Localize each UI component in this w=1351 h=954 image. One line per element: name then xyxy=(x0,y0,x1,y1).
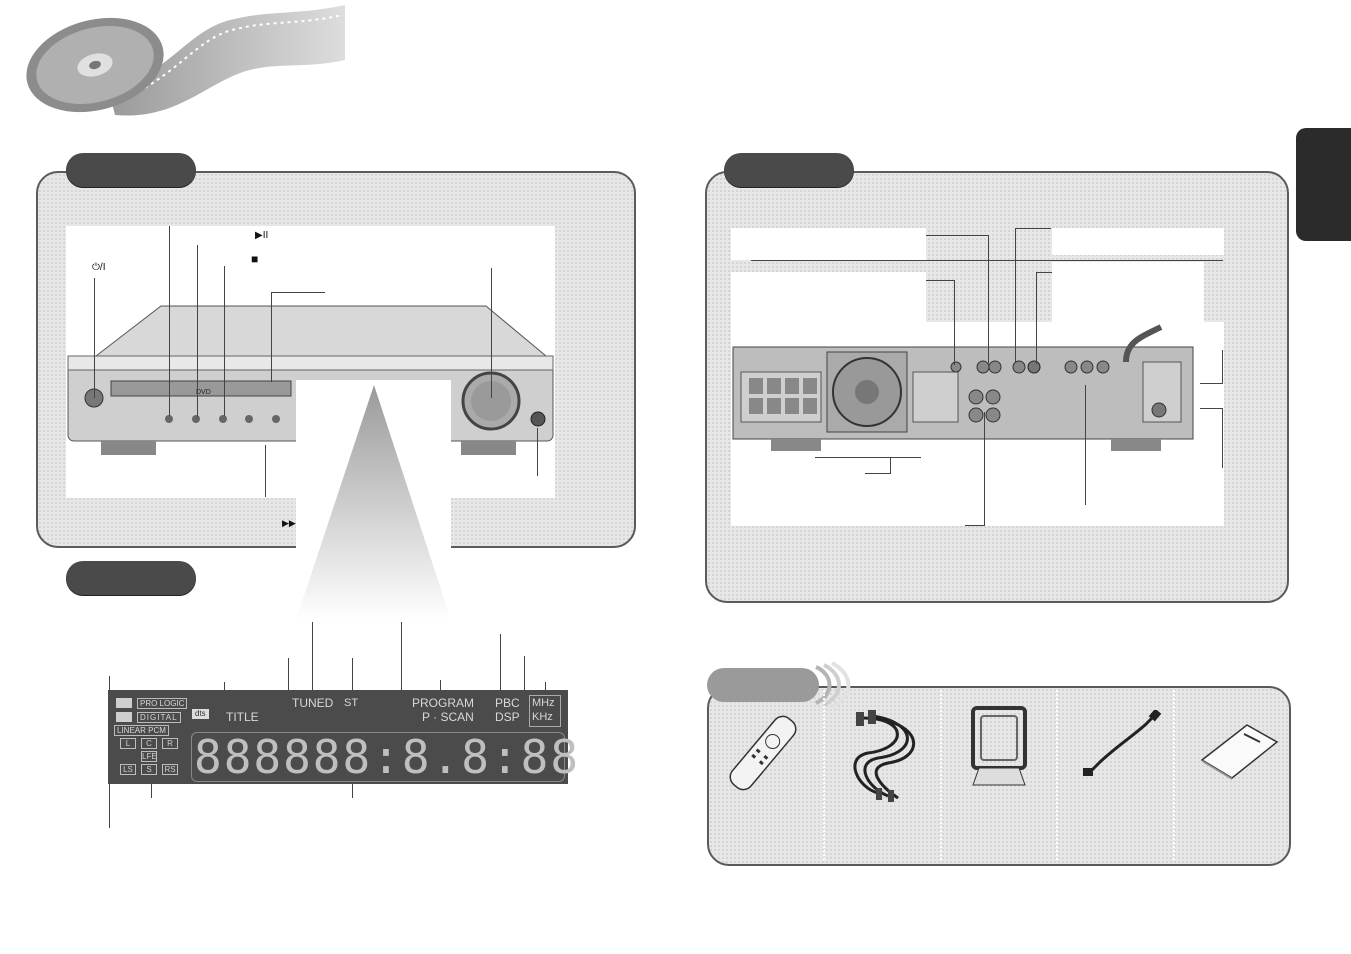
stop-symbol: ■ xyxy=(251,252,259,266)
front-display-panel: PRO LOGIC DIGITAL LINEAR PCM dts TITLE T… xyxy=(108,690,578,784)
callout-line xyxy=(1015,228,1051,229)
power-symbol: ⏻/I xyxy=(92,262,106,273)
callout-line xyxy=(265,445,266,497)
callout-line xyxy=(151,776,152,798)
title-indicator: TITLE xyxy=(226,710,259,724)
callout-line xyxy=(491,268,492,398)
am-loop-antenna-image xyxy=(971,706,1027,786)
callout-line xyxy=(1222,350,1223,384)
callout-line xyxy=(984,412,985,525)
seven-segment-digits: 888888:8.8:88 xyxy=(194,730,581,784)
frequency-unit-frame xyxy=(529,695,561,727)
callout-line xyxy=(109,676,110,698)
dsp-indicator: DSP xyxy=(495,710,520,724)
callout-line xyxy=(288,658,289,720)
dolby-icon xyxy=(116,698,132,708)
play-pause-symbol: ▶II xyxy=(255,230,269,241)
callout-line xyxy=(1015,228,1016,363)
callout-line xyxy=(926,280,954,281)
callout-line xyxy=(751,260,1223,261)
tuned-indicator: TUNED xyxy=(292,696,334,710)
label-strip xyxy=(1052,262,1204,322)
channel-rs: RS xyxy=(162,764,178,775)
callout-line xyxy=(312,622,313,694)
khz-indicator: KHz xyxy=(532,711,553,723)
linear-pcm-indicator: LINEAR PCM xyxy=(114,725,169,736)
callout-line xyxy=(352,658,353,690)
remote-control-image xyxy=(729,715,797,791)
label-strip xyxy=(1052,228,1224,255)
callout-line xyxy=(440,680,441,692)
accessory-divider xyxy=(940,690,942,860)
callout-line xyxy=(1036,272,1052,273)
p-scan-indicator: P · SCAN xyxy=(422,710,474,724)
callout-line xyxy=(1222,408,1223,468)
callout-line xyxy=(926,235,988,236)
callout-line xyxy=(500,634,501,692)
dts-indicator: dts xyxy=(192,709,209,719)
skip-symbol: ▶▶ xyxy=(282,518,296,528)
accessory-divider xyxy=(823,690,825,860)
channel-ls: LS xyxy=(120,764,136,775)
accessory-divider xyxy=(1173,690,1175,860)
channel-r: R xyxy=(162,738,178,749)
cd-filmstrip-logo xyxy=(26,5,345,116)
stereo-indicator: ST xyxy=(344,697,359,709)
callout-line xyxy=(352,776,353,798)
callout-line xyxy=(865,473,891,474)
callout-line xyxy=(1200,408,1223,409)
callout-line xyxy=(1085,385,1086,505)
channel-lfe: LFE xyxy=(141,751,157,762)
callout-line xyxy=(1036,272,1037,364)
callout-line xyxy=(988,235,989,363)
pbc-indicator: PBC xyxy=(495,696,520,710)
label-strip xyxy=(751,228,926,260)
front-panel-heading-pill xyxy=(66,153,196,187)
av-cable-image xyxy=(853,710,916,802)
accessories-heading-pill xyxy=(707,661,851,709)
accessory-divider xyxy=(1056,690,1058,860)
dolby-icon xyxy=(116,712,132,722)
callout-line xyxy=(815,457,921,458)
callout-line xyxy=(224,266,225,416)
label-strip xyxy=(731,228,751,260)
callout-line xyxy=(401,622,402,722)
mhz-indicator: MHz xyxy=(532,697,555,709)
callout-line xyxy=(524,656,525,720)
callout-line xyxy=(545,682,546,694)
display-heading-pill xyxy=(66,561,196,595)
fm-antenna-image xyxy=(1083,710,1162,776)
callout-line xyxy=(890,457,891,473)
callout-line xyxy=(537,428,538,476)
callout-line xyxy=(271,292,325,293)
callout-line xyxy=(169,226,170,416)
section-side-tab xyxy=(1296,128,1351,241)
channel-c: C xyxy=(141,738,157,749)
segment-frame xyxy=(191,732,565,782)
dvd-logo: DVD xyxy=(196,389,211,396)
callout-line xyxy=(965,525,985,526)
display-zoom-beam xyxy=(296,380,451,620)
callout-line xyxy=(954,280,955,365)
program-indicator: PROGRAM xyxy=(412,696,475,710)
rear-unit-illustration xyxy=(732,324,1194,451)
rear-panel-heading-pill xyxy=(724,153,854,187)
channel-s: S xyxy=(141,764,157,775)
channel-l: L xyxy=(120,738,136,749)
callout-line xyxy=(94,278,95,398)
pro-logic-indicator: PRO LOGIC xyxy=(137,698,188,709)
user-manual-image xyxy=(1200,724,1279,780)
callout-line xyxy=(271,292,272,382)
callout-line xyxy=(197,245,198,417)
callout-line xyxy=(1200,383,1223,384)
label-strip xyxy=(731,272,926,324)
digital-indicator: DIGITAL xyxy=(137,712,181,723)
